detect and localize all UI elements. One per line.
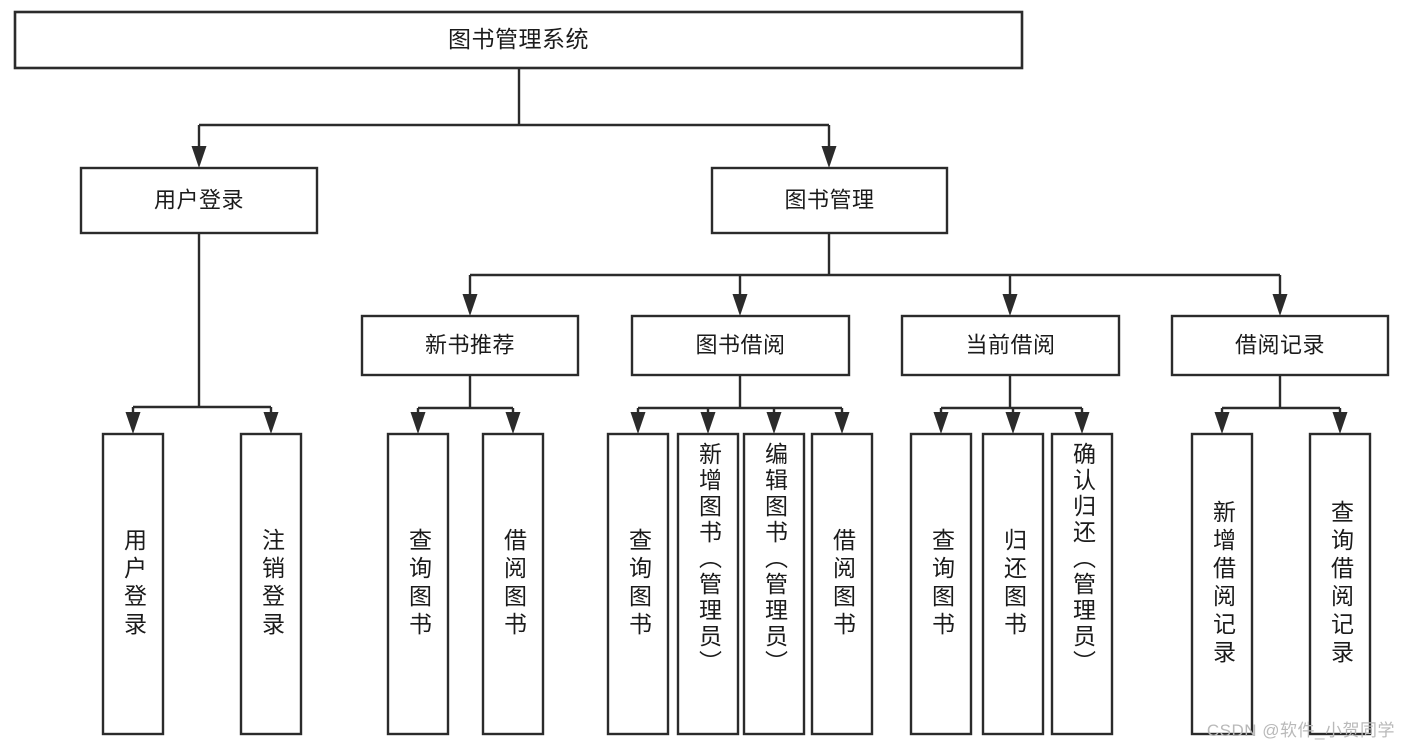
node-box-leaf-borrow-book[interactable] [810, 432, 874, 736]
arrowhead-icon [410, 412, 426, 434]
node-label-new-book-recommend: 新书推荐 [425, 332, 515, 357]
node-box-user-login[interactable] [79, 166, 319, 235]
node-box-layer [13, 10, 1390, 736]
arrowhead-icon [766, 412, 782, 434]
node-box-book-management[interactable] [710, 166, 949, 235]
connector-borrow-records [1214, 375, 1348, 434]
arrowhead-icon [1074, 412, 1090, 434]
node-label-root: 图书管理系统 [448, 26, 589, 52]
node-box-root[interactable] [13, 10, 1024, 70]
node-box-leaf-edit-book-admin[interactable] [742, 432, 806, 736]
arrowhead-icon [191, 146, 207, 168]
arrowhead-icon [732, 294, 748, 316]
connector-root [191, 68, 837, 168]
arrowhead-icon [933, 412, 949, 434]
node-box-leaf-user-login[interactable] [101, 432, 165, 736]
connector-new-book-recommend [410, 375, 521, 434]
node-box-leaf-confirm-return-admin[interactable] [1050, 432, 1114, 736]
node-label-current-borrow: 当前借阅 [965, 332, 1055, 357]
node-box-leaf-query-book-current[interactable] [909, 432, 973, 736]
arrowhead-icon [1272, 294, 1288, 316]
node-box-leaf-query-book-borrow[interactable] [606, 432, 670, 736]
arrowhead-icon [1332, 412, 1348, 434]
node-box-new-book-recommend[interactable] [360, 314, 580, 377]
node-label-book-management: 图书管理 [784, 187, 874, 212]
node-box-leaf-query-book-recommend[interactable] [386, 432, 450, 736]
node-box-book-borrow[interactable] [630, 314, 851, 377]
node-box-leaf-add-borrow-record[interactable] [1190, 432, 1254, 736]
node-label-book-borrow: 图书借阅 [695, 332, 785, 357]
node-box-leaf-borrow-book-recommend[interactable] [481, 432, 545, 736]
arrowhead-icon [125, 412, 141, 434]
arrowhead-icon [700, 412, 716, 434]
arrowhead-icon [834, 412, 850, 434]
node-box-leaf-query-borrow-record[interactable] [1308, 432, 1372, 736]
connector-user-login [125, 233, 279, 434]
arrowhead-icon [1214, 412, 1230, 434]
arrowhead-icon [1002, 294, 1018, 316]
node-box-leaf-logout[interactable] [239, 432, 303, 736]
arrowhead-icon [505, 412, 521, 434]
connector-layer [125, 68, 1348, 434]
node-box-current-borrow[interactable] [900, 314, 1121, 377]
node-box-leaf-return-book[interactable] [981, 432, 1045, 736]
arrowhead-icon [263, 412, 279, 434]
connector-book-management [462, 233, 1288, 316]
connector-book-borrow [630, 375, 850, 434]
arrowhead-icon [462, 294, 478, 316]
arrowhead-icon [630, 412, 646, 434]
arrowhead-icon [1005, 412, 1021, 434]
node-box-borrow-records[interactable] [1170, 314, 1390, 377]
csdn-watermark: CSDN @软件_小贺同学 [1206, 721, 1395, 740]
connector-current-borrow [933, 375, 1090, 434]
arrowhead-icon [821, 146, 837, 168]
node-label-user-login: 用户登录 [154, 187, 244, 212]
node-label-borrow-records: 借阅记录 [1235, 332, 1325, 357]
node-box-leaf-add-book-admin[interactable] [676, 432, 740, 736]
